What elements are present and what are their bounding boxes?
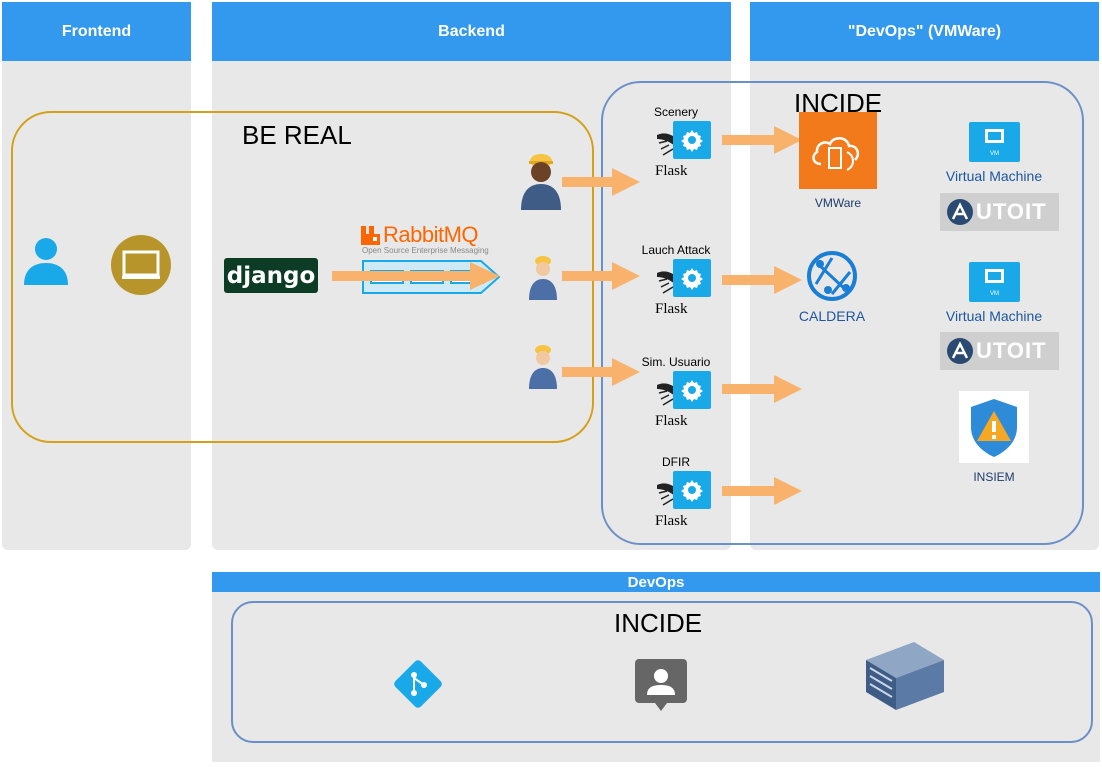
vm-badge: VM [990,291,999,297]
flask-service-simuser: Flask [655,371,715,433]
insiem-icon [959,391,1029,463]
autoit-icon [947,199,973,225]
django-text: django [226,262,316,289]
user-icon [24,238,68,285]
rabbitmq-name: RabbitMQ [383,222,479,247]
devops-vmware-header: "DevOps" (VMWare) [750,2,1099,61]
vm-badge: VM [990,151,999,157]
flask-label: Flask [655,301,688,317]
incide-top-group [601,81,1084,545]
insiem-label: INSIEM [973,470,1015,484]
service-label-dfir: DFIR [662,455,690,469]
flask-service-attack: Flask [655,259,715,321]
be-real-label: BE REAL [242,120,352,150]
flask-label: Flask [655,513,688,529]
vm-icon: VM [969,122,1020,162]
incide-bottom-group [231,601,1093,743]
arrow-dfir-out [722,477,802,505]
server-rack-icon [866,642,944,710]
git-icon [394,660,442,708]
rabbitmq-icon [361,226,380,245]
vmware-icon [799,112,877,189]
arrow-django-to-queue [332,262,500,290]
contact-card-icon [635,659,687,711]
monitor-icon [111,235,171,295]
frontend-header: Frontend [2,2,191,61]
gear-icon [673,471,711,509]
gear-icon [673,259,711,297]
caldera-icon [807,251,857,301]
worker-icon [529,256,557,300]
worker-icon [521,154,561,210]
service-label-simuser: Sim. Usuario [641,355,711,369]
arrow-scenery-to-vmware [722,126,802,154]
rabbitmq-tagline: Open Source Enterprise Messaging [362,246,489,255]
backend-header: Backend [212,2,731,61]
flask-label: Flask [655,163,688,179]
autoit-text: UTOIT [976,199,1047,224]
service-label-attack: Lauch Attack [641,243,711,257]
rabbitmq-logo: RabbitMQ Open Source Enterprise Messagin… [360,222,496,255]
autoit-text: UTOIT [976,338,1047,363]
gear-icon [673,121,711,159]
vm-icon: VM [969,262,1020,302]
flask-service-dfir: Flask [655,471,715,533]
vm-label: Virtual Machine [945,308,1043,324]
flask-label: Flask [655,413,688,429]
vm-label: Virtual Machine [945,168,1043,184]
caldera-label: CALDERA [798,308,866,324]
arrow-simuser-out [722,375,802,403]
autoit-logo: UTOIT [940,193,1059,231]
arrow-worker-to-attack [562,262,640,290]
arrow-worker-to-simuser [562,358,640,386]
gear-icon [673,371,711,409]
incide-bottom-label: INCIDE [614,608,703,638]
autoit-icon [947,338,973,364]
arrow-worker-to-scenery [562,168,640,196]
arrow-attack-to-caldera [722,266,802,294]
autoit-logo: UTOIT [940,332,1059,370]
devops-header: DevOps [212,572,1100,592]
flask-service-scenery: Flask [655,121,715,183]
worker-icon [529,345,557,389]
service-label-scenery: Scenery [653,105,699,119]
django-logo: django [224,258,318,293]
vmware-label: VMWare [814,196,862,210]
